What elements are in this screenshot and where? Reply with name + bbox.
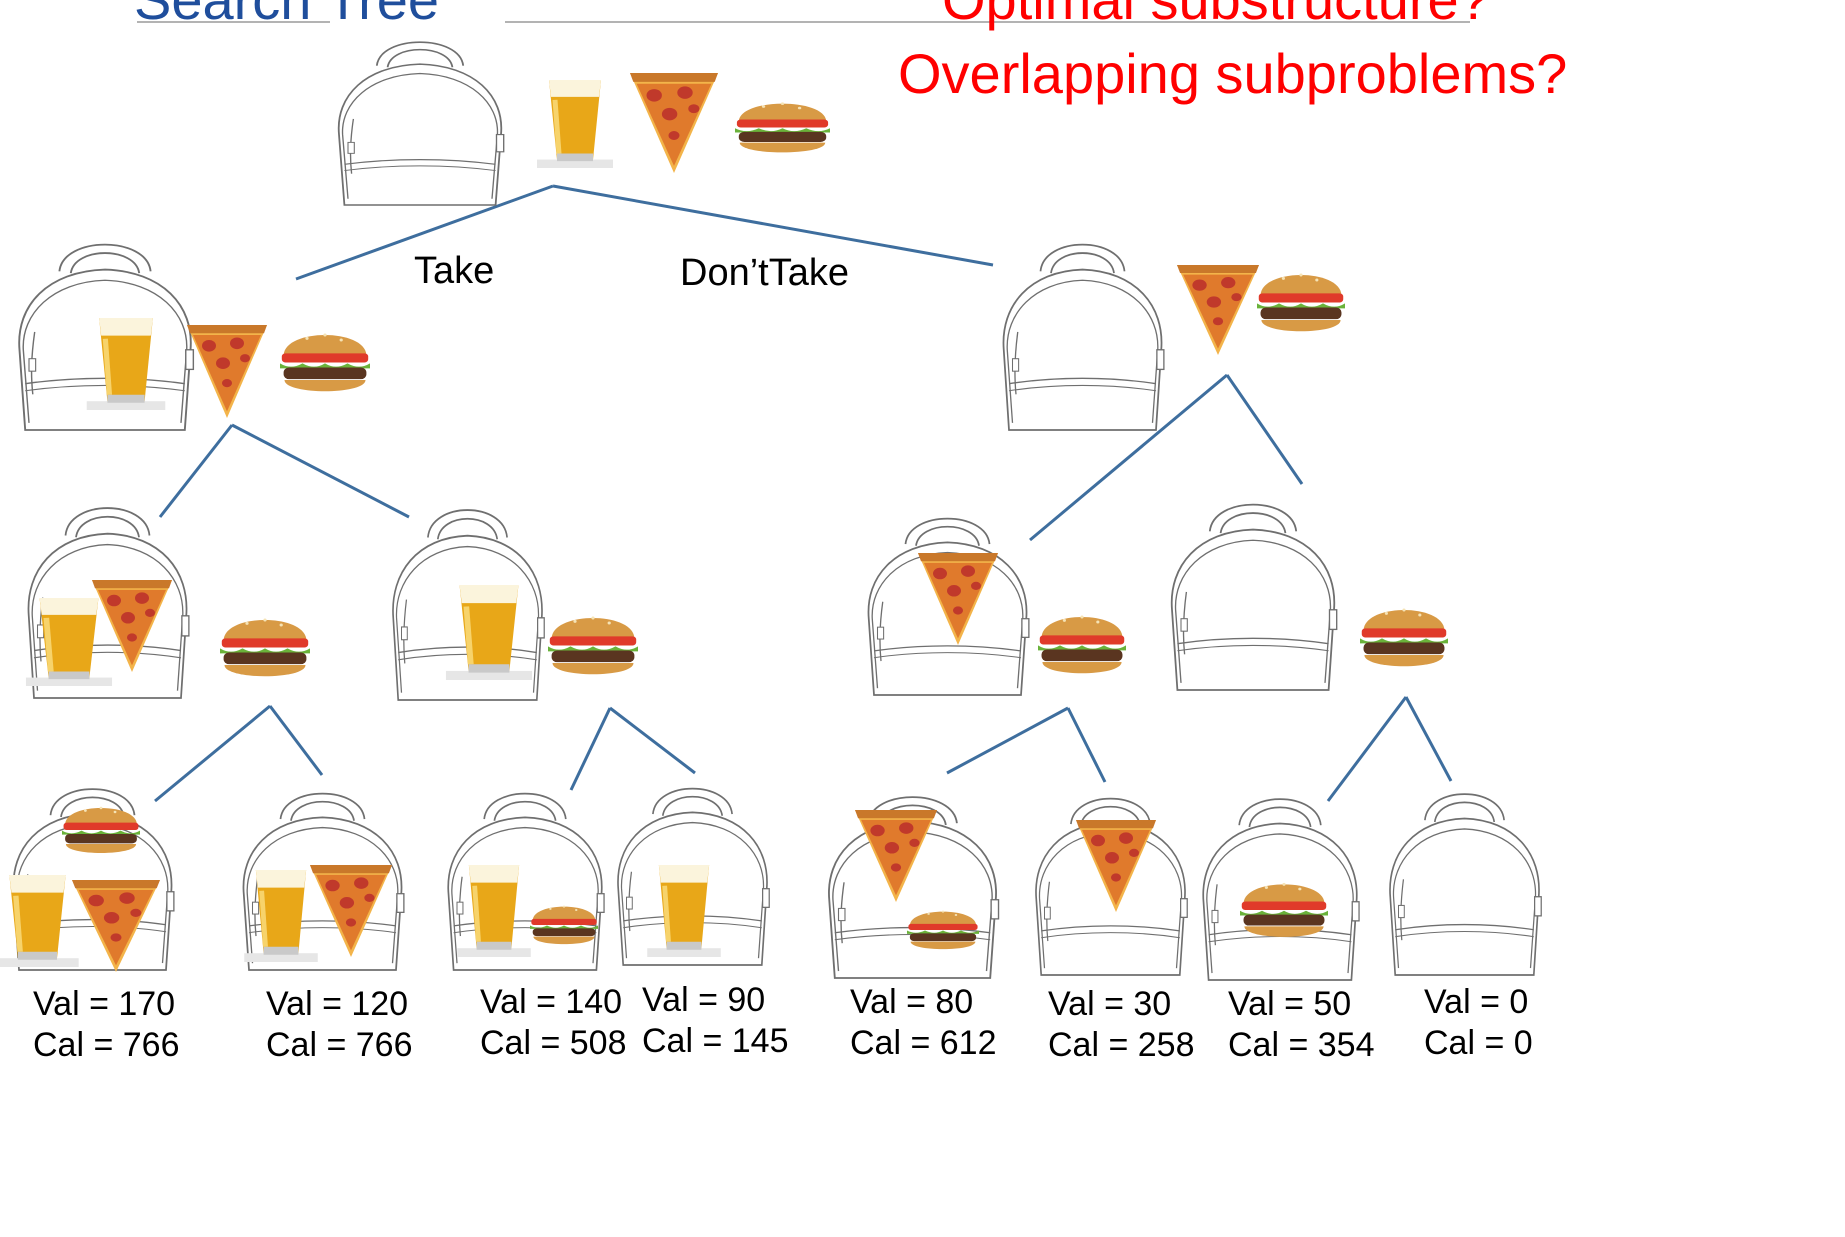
tree-edge-1: [295, 184, 554, 281]
tree-node-leaf-2: [243, 792, 405, 971]
tree-node-skip-beer: [1002, 243, 1345, 431]
backpack-icon: [1170, 503, 1338, 691]
burger-icon: [1360, 608, 1448, 667]
dont-take-edge-label: Don’tTake: [680, 252, 849, 294]
burger-icon: [735, 102, 830, 153]
tree-edge-4: [231, 423, 410, 519]
burger-icon: [548, 616, 638, 675]
tree-edge-7: [154, 704, 271, 803]
backpack-icon: [337, 41, 505, 206]
tree-edge-5: [1029, 373, 1228, 542]
tree-node-empty-no-beer: [1170, 503, 1448, 691]
leaf-8-value: Val = 0: [1424, 983, 1529, 1021]
tree-node-leaf-4: [617, 787, 771, 966]
tree-edge-6: [1225, 374, 1304, 485]
tree-node-pizza-no-beer: [867, 517, 1126, 696]
leaf-5-value: Val = 80: [850, 983, 974, 1021]
tree-node-leaf-7: [1202, 798, 1360, 981]
tree-edge-10: [609, 706, 696, 775]
overlapping-subproblems-question: Overlapping subproblems?: [898, 42, 1568, 105]
tree-node-beer-no-pizza: [392, 509, 638, 701]
burger-icon: [62, 806, 140, 853]
leaf-label-3: Val = 140 Cal = 508: [480, 982, 627, 1065]
burger-icon: [1038, 615, 1126, 674]
burger-icon: [1240, 882, 1328, 937]
optimal-substructure-question: Optimal substructure?: [942, 0, 1490, 28]
tree-edge-11: [946, 706, 1069, 775]
tree-node-leaf-8: [1389, 793, 1543, 976]
burger-icon: [907, 910, 979, 950]
leaf-4-value: Val = 90: [642, 981, 766, 1019]
burger-icon: [220, 618, 310, 677]
beer-icon: [537, 80, 613, 168]
pizza-slice-icon: [1177, 265, 1259, 355]
leaf-6-value: Val = 30: [1048, 985, 1172, 1023]
burger-icon: [280, 333, 370, 392]
leaf-7-value: Val = 50: [1228, 985, 1352, 1023]
tree-edge-2: [552, 184, 994, 267]
burger-icon: [1257, 273, 1345, 332]
leaf-5-calories: Cal = 612: [850, 1024, 997, 1063]
pizza-slice-icon: [187, 325, 267, 418]
tree-edge-14: [1404, 696, 1453, 782]
tree-edge-3: [158, 424, 234, 518]
tree-node-root: [337, 41, 830, 206]
leaf-label-8: Val = 0 Cal = 0: [1424, 982, 1533, 1065]
tree-node-leaf-3: [447, 792, 605, 971]
leaf-label-2: Val = 120 Cal = 766: [266, 984, 413, 1067]
leaf-7-calories: Cal = 354: [1228, 1026, 1375, 1065]
leaf-2-value: Val = 120: [266, 985, 409, 1023]
tree-edge-9: [569, 707, 612, 791]
leaf-2-calories: Cal = 766: [266, 1026, 413, 1065]
leaf-6-calories: Cal = 258: [1048, 1026, 1195, 1065]
leaf-label-6: Val = 30 Cal = 258: [1048, 984, 1195, 1067]
leaf-1-calories: Cal = 766: [33, 1026, 180, 1065]
leaf-4-calories: Cal = 145: [642, 1022, 789, 1061]
leaf-label-5: Val = 80 Cal = 612: [850, 982, 997, 1065]
leaf-8-calories: Cal = 0: [1424, 1024, 1533, 1063]
backpack-icon: [1389, 793, 1543, 976]
take-edge-label: Take: [414, 250, 495, 292]
pizza-slice-icon: [630, 73, 718, 173]
leaf-3-calories: Cal = 508: [480, 1024, 627, 1063]
tree-node-leaf-5: [828, 796, 1000, 979]
leaf-1-value: Val = 170: [33, 985, 176, 1023]
tree-edge-8: [268, 705, 324, 776]
tree-nodes: [0, 41, 1543, 981]
tree-node-leaf-6: [1035, 797, 1189, 976]
leaf-label-1: Val = 170 Cal = 766: [33, 984, 180, 1067]
tree-edges: [154, 184, 1453, 803]
leaf-label-4: Val = 90 Cal = 145: [642, 980, 789, 1063]
tree-node-leaf-1: [0, 788, 175, 972]
leaf-3-value: Val = 140: [480, 983, 623, 1021]
tree-node-beer-pizza: [26, 507, 310, 699]
leaf-label-7: Val = 50 Cal = 354: [1228, 984, 1375, 1067]
tree-edge-12: [1066, 707, 1107, 783]
slide-title: Search Tree: [134, 0, 439, 28]
tree-edge-13: [1326, 696, 1408, 802]
burger-icon: [530, 905, 598, 945]
backpack-icon: [1002, 243, 1165, 431]
